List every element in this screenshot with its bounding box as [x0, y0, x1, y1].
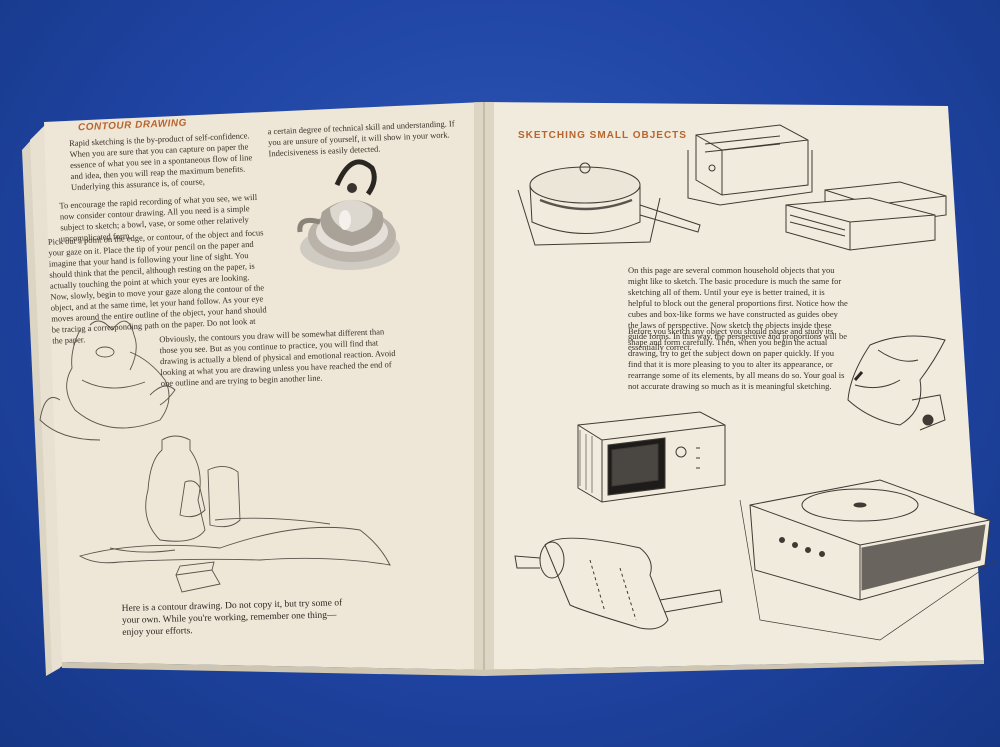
cooking-pot-sketch	[517, 162, 701, 246]
toaster-sketch	[687, 124, 813, 206]
contour-sketch-still-life	[78, 435, 391, 593]
left-column-paragraph-3: Pick out a point on the edge, or contour…	[47, 227, 267, 346]
page-stack-edge	[30, 122, 66, 672]
turntable-sketch	[739, 479, 997, 641]
right-page-heading: SKETCHING SMALL OBJECTS	[518, 130, 687, 141]
right-page-paragraph-2: Before you sketch any object you should …	[628, 326, 845, 391]
books-sketch	[785, 181, 947, 251]
left-column-paragraph-1: Rapid sketching is the by-product of sel…	[68, 130, 253, 193]
microwave-sketch	[577, 411, 726, 503]
kettle-photo	[297, 159, 400, 270]
contour-sketch-kettle	[39, 320, 176, 441]
rolling-pin-sketch	[514, 537, 723, 630]
bag-sketch	[847, 335, 946, 431]
contour-caption: Here is a contour drawing. Do not copy i…	[121, 598, 343, 639]
right-page-paragraph-1: On this page are several common househol…	[628, 265, 848, 352]
middle-paragraph: Obviously, the contours you draw will be…	[159, 326, 396, 389]
